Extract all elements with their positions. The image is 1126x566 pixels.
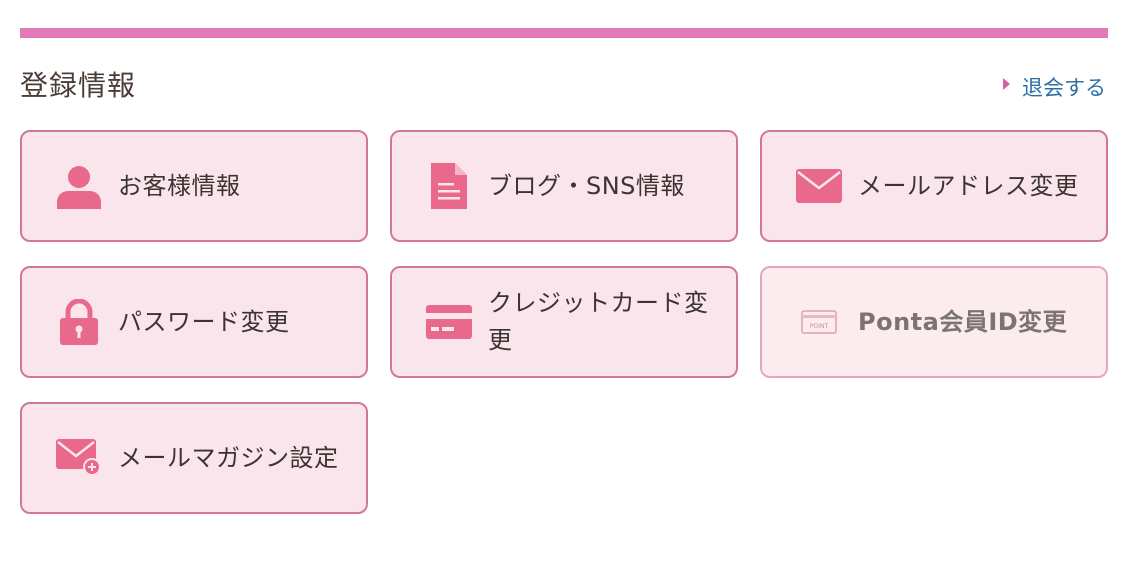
- caret-right-icon: [1003, 78, 1010, 90]
- accent-bar: [20, 28, 1108, 38]
- card-label: メールアドレス変更: [858, 171, 1079, 200]
- card-label: パスワード変更: [118, 307, 290, 336]
- user-icon: [54, 161, 104, 211]
- envelope-icon: [794, 161, 844, 211]
- document-icon: [424, 161, 474, 211]
- card-label: Ponta会員ID変更: [858, 307, 1068, 336]
- withdraw-label: 退会する: [1022, 76, 1106, 100]
- section-title: 登録情報: [20, 69, 137, 102]
- blog-sns-info-button[interactable]: ブログ・SNS情報: [390, 130, 738, 242]
- svg-text:POINT: POINT: [810, 323, 829, 330]
- customer-info-button[interactable]: お客様情報: [20, 130, 368, 242]
- card-label: クレジットカード変更: [488, 289, 709, 354]
- email-change-button[interactable]: メールアドレス変更: [760, 130, 1108, 242]
- card-label: メールマガジン設定: [118, 443, 339, 472]
- ponta-id-change-button: POINT Ponta会員ID変更: [760, 266, 1108, 378]
- mail-magazine-settings-button[interactable]: メールマガジン設定: [20, 402, 368, 514]
- password-change-button[interactable]: パスワード変更: [20, 266, 368, 378]
- credit-card-icon: [424, 297, 474, 347]
- point-card-icon: POINT: [794, 297, 844, 347]
- card-label: お客様情報: [118, 171, 241, 200]
- credit-card-change-button[interactable]: クレジットカード変更: [390, 266, 738, 378]
- settings-grid: お客様情報 ブログ・SNS情報 メールアドレス変更: [20, 130, 1108, 514]
- mail-add-icon: [54, 433, 104, 483]
- card-label: ブログ・SNS情報: [488, 171, 685, 200]
- lock-icon: [54, 297, 104, 347]
- withdraw-link[interactable]: 退会する: [1003, 72, 1106, 102]
